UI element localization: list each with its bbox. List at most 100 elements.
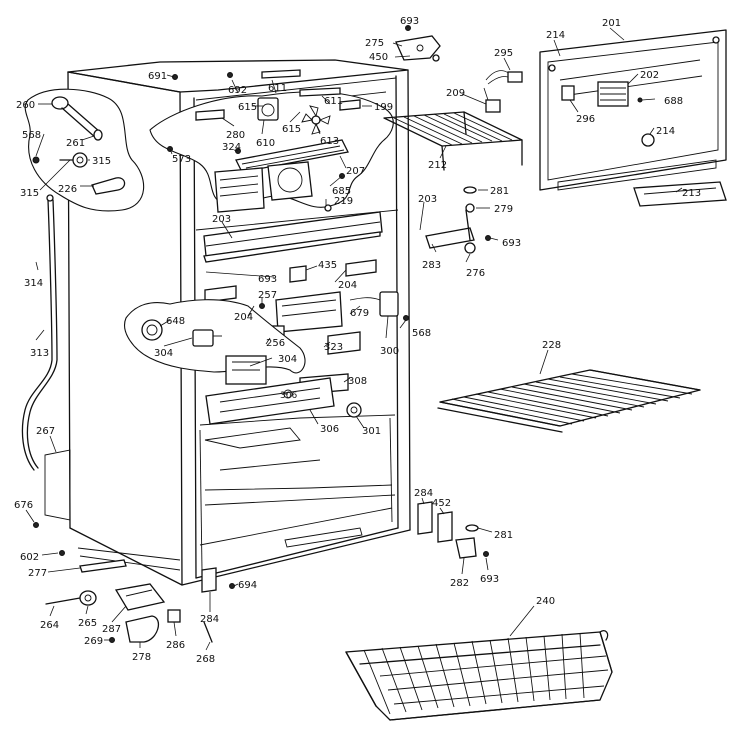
part-204-brackets bbox=[204, 259, 377, 303]
label-691: 691 bbox=[148, 71, 167, 82]
part-219 bbox=[324, 204, 332, 212]
part-284-hinge-right bbox=[417, 501, 433, 535]
label-573: 573 bbox=[172, 154, 191, 165]
part-296-light bbox=[561, 85, 575, 101]
part-301-knob bbox=[346, 402, 362, 418]
label-676: 676 bbox=[14, 500, 33, 511]
label-648: 648 bbox=[166, 316, 185, 327]
part-260-plug bbox=[51, 96, 103, 141]
label-199: 199 bbox=[374, 102, 393, 113]
label-280: 280 bbox=[226, 130, 245, 141]
part-693-screw-b bbox=[485, 235, 491, 241]
label-313: 313 bbox=[30, 348, 49, 359]
label-692: 692 bbox=[228, 85, 247, 96]
blob-upper-left bbox=[24, 88, 145, 212]
label-286: 286 bbox=[166, 640, 185, 651]
part-214-knob bbox=[641, 133, 655, 147]
label-295: 295 bbox=[494, 48, 513, 59]
label-315-a: 315 bbox=[92, 156, 111, 167]
part-240-basket bbox=[345, 630, 613, 721]
part-276-hinge bbox=[425, 209, 476, 254]
label-284-b: 284 bbox=[200, 614, 219, 625]
label-203-a: 203 bbox=[212, 214, 231, 225]
part-676-screw bbox=[33, 522, 39, 528]
part-568b-screw bbox=[403, 315, 409, 321]
part-452 bbox=[437, 511, 453, 543]
label-693-top: 693 bbox=[400, 16, 419, 27]
label-214-b: 214 bbox=[656, 126, 675, 137]
drain-tube-end bbox=[46, 194, 54, 202]
part-611-brackets bbox=[261, 69, 341, 97]
part-257-screw bbox=[259, 303, 265, 309]
part-279-pin bbox=[465, 203, 475, 213]
label-204-b: 204 bbox=[234, 312, 253, 323]
part-435 bbox=[289, 265, 307, 283]
label-282: 282 bbox=[450, 578, 469, 589]
label-278: 278 bbox=[132, 652, 151, 663]
part-278-clamp bbox=[125, 615, 160, 643]
part-268-screw bbox=[203, 621, 213, 643]
part-323-control-housing bbox=[275, 291, 361, 355]
label-301: 301 bbox=[362, 426, 381, 437]
label-693-c: 693 bbox=[258, 274, 277, 285]
part-203-rail bbox=[203, 211, 383, 263]
label-203-b: 203 bbox=[418, 194, 437, 205]
label-277: 277 bbox=[28, 568, 47, 579]
label-314: 314 bbox=[24, 278, 43, 289]
label-315-b: 315 bbox=[20, 188, 39, 199]
label-201: 201 bbox=[602, 18, 621, 29]
label-204-a: 204 bbox=[338, 280, 357, 291]
label-306-b: 306 bbox=[320, 424, 339, 435]
part-315-fitting bbox=[59, 152, 88, 168]
part-201-panel bbox=[539, 29, 727, 191]
label-602: 602 bbox=[20, 552, 39, 563]
label-296: 296 bbox=[576, 114, 595, 125]
label-287: 287 bbox=[102, 624, 121, 635]
label-260: 260 bbox=[16, 100, 35, 111]
label-688: 688 bbox=[664, 96, 683, 107]
label-281-b: 281 bbox=[494, 530, 513, 541]
part-568-screw bbox=[32, 156, 40, 164]
blob-evaporator-area bbox=[149, 91, 394, 208]
label-568-a: 568 bbox=[22, 130, 41, 141]
label-212: 212 bbox=[428, 160, 447, 171]
label-435: 435 bbox=[318, 260, 337, 271]
part-212-freezer-shelf bbox=[383, 111, 523, 171]
label-610: 610 bbox=[256, 138, 275, 149]
part-610-fan-motor bbox=[257, 97, 279, 121]
part-281-washer-b bbox=[465, 524, 479, 532]
label-256: 256 bbox=[266, 338, 285, 349]
label-214-top: 214 bbox=[546, 30, 565, 41]
label-202: 202 bbox=[640, 70, 659, 81]
drain-tube-313 bbox=[21, 194, 58, 471]
part-277-bracket bbox=[79, 559, 127, 573]
part-207-evaporator bbox=[214, 139, 349, 213]
label-452: 452 bbox=[432, 498, 451, 509]
part-199 bbox=[339, 99, 361, 111]
part-300-thermostat bbox=[349, 291, 399, 317]
part-284-hinge-left bbox=[201, 567, 217, 593]
part-691-screw bbox=[172, 74, 178, 80]
part-282-hinge-bottom bbox=[455, 537, 477, 559]
label-679: 679 bbox=[350, 308, 369, 319]
label-613: 613 bbox=[320, 136, 339, 147]
part-602-screw bbox=[59, 550, 65, 556]
label-615-b: 615 bbox=[282, 124, 301, 135]
label-279: 279 bbox=[494, 204, 513, 215]
label-694: 694 bbox=[238, 580, 257, 591]
label-267: 267 bbox=[36, 426, 55, 437]
part-264-265-roller bbox=[45, 590, 97, 606]
part-304-switch bbox=[192, 329, 267, 385]
label-269: 269 bbox=[84, 636, 103, 647]
label-284-a: 284 bbox=[414, 488, 433, 499]
label-283: 283 bbox=[422, 260, 441, 271]
part-648-knob bbox=[141, 319, 163, 341]
label-268: 268 bbox=[196, 654, 215, 665]
label-209: 209 bbox=[446, 88, 465, 99]
label-304-b: 304 bbox=[278, 354, 297, 365]
part-202-vent bbox=[597, 81, 629, 107]
part-287-bracket bbox=[114, 583, 166, 611]
label-240: 240 bbox=[536, 596, 555, 607]
